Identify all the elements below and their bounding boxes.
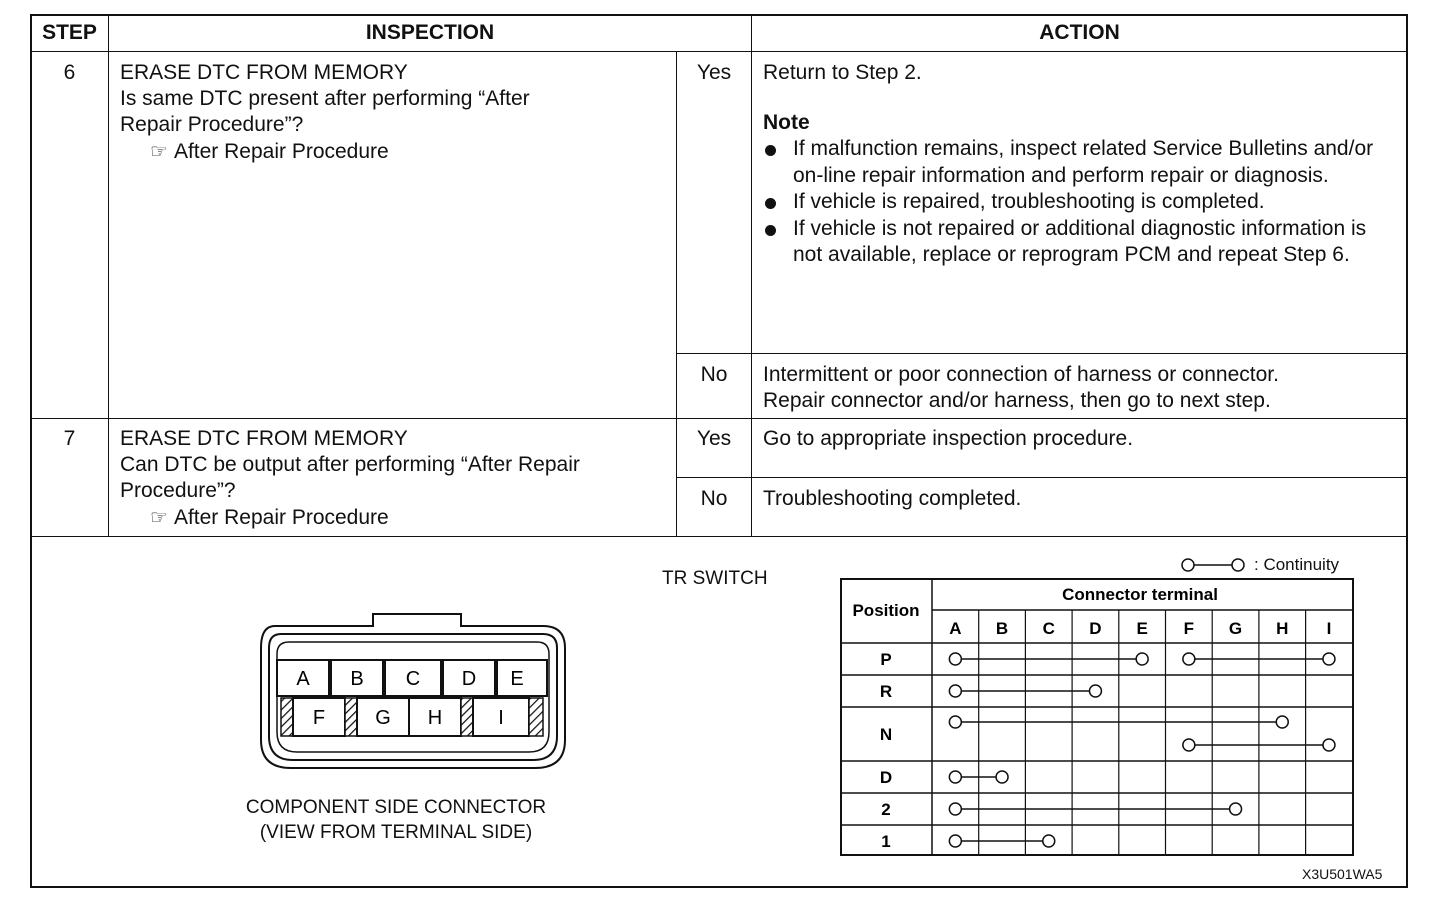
connector-top-row: A B C D E xyxy=(276,659,548,697)
terminal-header-D: D xyxy=(1089,619,1101,638)
pin-label-A: A xyxy=(296,668,310,690)
terminal-header-E: E xyxy=(1136,619,1147,638)
connector-caption-line2: (VIEW FROM TERMINAL SIDE) xyxy=(259,822,533,843)
continuity-link-N-AH xyxy=(948,715,1289,729)
header-step: STEP xyxy=(42,21,97,44)
pin-label-F: F xyxy=(313,707,325,729)
action-column-divider xyxy=(751,14,752,536)
step6-no-label: No xyxy=(700,363,728,386)
step7-inspection-line1: ERASE DTC FROM MEMORY xyxy=(120,427,408,450)
terminal-header-I: I xyxy=(1327,619,1332,638)
step7-inspection-line2: Can DTC be output after performing “Afte… xyxy=(120,453,580,476)
pin-label-G: G xyxy=(375,707,391,729)
step-column-divider xyxy=(108,14,109,536)
step6-note-list: If malfunction remains, inspect related … xyxy=(763,136,1395,269)
step7-yes-label: Yes xyxy=(696,427,732,450)
pin-label-E: E xyxy=(510,668,523,690)
position-label-D: D xyxy=(880,768,892,787)
step7-no-label: No xyxy=(700,487,728,510)
terminal-header-G: G xyxy=(1229,619,1242,638)
step7-inspection-line3: Procedure”? xyxy=(120,479,236,502)
position-label-P: P xyxy=(880,650,891,669)
header-action: ACTION xyxy=(1039,21,1120,44)
terminal-header-B: B xyxy=(996,619,1008,638)
table-header-terminal: Connector terminal xyxy=(1062,585,1218,604)
table-header-position: Position xyxy=(852,601,919,620)
pointing-hand-icon: ☞ xyxy=(150,141,168,163)
pin-label-I: I xyxy=(498,707,504,729)
position-label-N: N xyxy=(880,725,892,744)
step6-reference-label: After Repair Procedure xyxy=(173,140,389,163)
component-connector-diagram: A B C D E F G H I xyxy=(260,613,566,769)
step6-inspection-line3: Repair Procedure”? xyxy=(120,113,304,136)
step6-yes-no-divider xyxy=(676,353,1408,354)
step6-inspection-line2: Is same DTC present after performing “Af… xyxy=(120,87,530,110)
step7-reference-label: After Repair Procedure xyxy=(173,506,389,529)
figure-title: TR SWITCH xyxy=(662,568,768,589)
document-frame xyxy=(30,14,1408,888)
terminal-header-F: F xyxy=(1184,619,1194,638)
step6-no-action-line1: Intermittent or poor connection of harne… xyxy=(763,363,1279,386)
pointing-hand-icon: ☞ xyxy=(150,507,168,529)
step6-yes-label: Yes xyxy=(696,61,732,84)
continuity-link-P-FI xyxy=(1182,652,1336,666)
yes-no-column-divider xyxy=(676,51,677,536)
continuity-link-R-AD xyxy=(948,684,1103,698)
connector-bottom-row: F G H I xyxy=(280,697,544,737)
figure-code: X3U501WA5 xyxy=(1302,866,1383,882)
pin-label-H: H xyxy=(428,707,442,729)
figure-divider xyxy=(30,536,1408,537)
connector-caption-line1: COMPONENT SIDE CONNECTOR xyxy=(245,797,547,818)
step6-no-action-line2: Repair connector and/or harness, then go… xyxy=(763,389,1271,412)
terminal-header-C: C xyxy=(1043,619,1055,638)
pin-label-B: B xyxy=(350,668,363,690)
note-item: If vehicle is not repaired or additional… xyxy=(763,216,1395,269)
position-label-R: R xyxy=(880,682,892,701)
step7-no-action: Troubleshooting completed. xyxy=(763,487,1022,510)
pin-label-C: C xyxy=(406,668,420,690)
pin-label-D: D xyxy=(462,668,476,690)
continuity-link-1-AC xyxy=(948,834,1056,848)
step6-note-title: Note xyxy=(763,111,810,134)
step6-inspection-line1: ERASE DTC FROM MEMORY xyxy=(120,61,408,84)
note-item: If malfunction remains, inspect related … xyxy=(763,136,1395,189)
tr-switch-continuity-table: Position Connector terminal A B C D E F G H I PR N… xyxy=(840,578,1354,856)
header-divider xyxy=(30,51,1408,52)
continuity-link-P-AE xyxy=(948,652,1149,666)
continuity-legend-label: : Continuity xyxy=(1254,555,1340,574)
step6-number: 6 xyxy=(63,61,76,84)
continuity-link-D-AB xyxy=(948,770,1009,784)
terminal-header-H: H xyxy=(1276,619,1288,638)
step7-yes-no-divider xyxy=(676,477,1408,478)
header-inspection: INSPECTION xyxy=(365,21,495,44)
continuity-link-N-FI xyxy=(1182,738,1336,752)
continuity-legend-symbol xyxy=(1181,558,1245,572)
continuity-link-2-AG xyxy=(948,802,1243,816)
step7-number: 7 xyxy=(63,427,76,450)
step-divider xyxy=(30,418,1408,419)
terminal-header-A: A xyxy=(949,619,961,638)
step6-reference[interactable]: ☞After Repair Procedure xyxy=(150,139,389,165)
position-label-2: 2 xyxy=(881,800,890,819)
step6-yes-action: Return to Step 2. xyxy=(763,61,922,84)
position-label-1: 1 xyxy=(881,832,890,851)
step7-yes-action: Go to appropriate inspection procedure. xyxy=(763,427,1134,450)
step7-reference[interactable]: ☞After Repair Procedure xyxy=(150,505,389,531)
note-item: If vehicle is repaired, troubleshooting … xyxy=(763,189,1395,216)
